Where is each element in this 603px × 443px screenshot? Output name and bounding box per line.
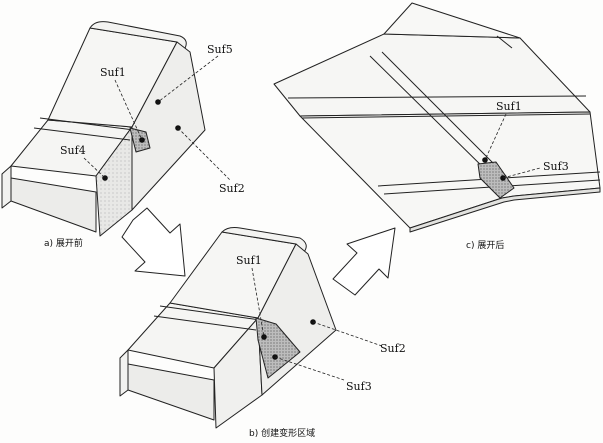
a-band-line-1 xyxy=(39,117,135,131)
a-suf1-label: Suf1 xyxy=(100,66,126,79)
a-channel-inner xyxy=(10,177,97,233)
c-fold-line-3 xyxy=(496,35,513,49)
c-suf3-leader xyxy=(502,167,541,179)
a-suf4-label: Suf4 xyxy=(60,144,86,157)
caption-a: a) 展开前 xyxy=(44,237,83,249)
a-suf2-leader xyxy=(177,127,231,181)
part-a-unfolded-before: Suf1 Suf5 Suf4 Suf2 a) 展开前 xyxy=(1,21,245,249)
c-suf3-label: Suf3 xyxy=(543,160,569,173)
arrow-down-right-icon xyxy=(121,207,186,277)
b-channel-inner xyxy=(127,363,215,421)
part-c-unfolded-after: Suf1 Suf3 c) 展开后 xyxy=(273,2,601,251)
c-upper-sheet xyxy=(273,33,591,117)
a-right-wall xyxy=(131,41,206,211)
b-suf2-leader xyxy=(312,321,383,347)
c-fold-line-1 xyxy=(369,55,493,177)
arrow-a-to-b xyxy=(121,207,186,277)
c-back-panel xyxy=(383,2,521,39)
b-suf1-leader xyxy=(251,267,265,338)
arrow-up-right-icon xyxy=(332,227,396,296)
c-deform-zone xyxy=(477,161,515,199)
b-suf1-label: Suf1 xyxy=(236,254,262,267)
a-band-line-2 xyxy=(33,127,131,141)
a-suf5-label: Suf5 xyxy=(207,43,233,56)
b-suf3-leader xyxy=(274,356,345,381)
a-suf5-leader xyxy=(157,55,219,103)
c-fold-line-2 xyxy=(381,51,507,177)
a-suf2-label: Suf2 xyxy=(219,182,245,195)
c-band-line-1 xyxy=(287,95,587,99)
b-band-line-1 xyxy=(159,305,261,321)
arrow-b-to-c xyxy=(332,227,396,296)
c-suf1-label: Suf1 xyxy=(496,100,522,113)
c-thickness-edge xyxy=(409,187,601,233)
a-suf1-leader xyxy=(114,79,143,141)
b-left-wall xyxy=(119,349,129,397)
c-suf1-leader xyxy=(484,113,507,161)
b-suf2-label: Suf2 xyxy=(380,342,406,355)
part-b-deform-region: Suf1 Suf2 Suf3 b) 创建变形区域 xyxy=(119,227,406,439)
b-top-bend xyxy=(221,227,307,253)
b-band-line-2 xyxy=(153,315,257,331)
a-left-wall xyxy=(1,165,12,209)
caption-b: b) 创建变形区域 xyxy=(249,427,315,439)
caption-c: c) 展开后 xyxy=(466,240,504,251)
b-deform-zone xyxy=(255,317,301,379)
b-suf3-label: Suf3 xyxy=(346,380,372,393)
